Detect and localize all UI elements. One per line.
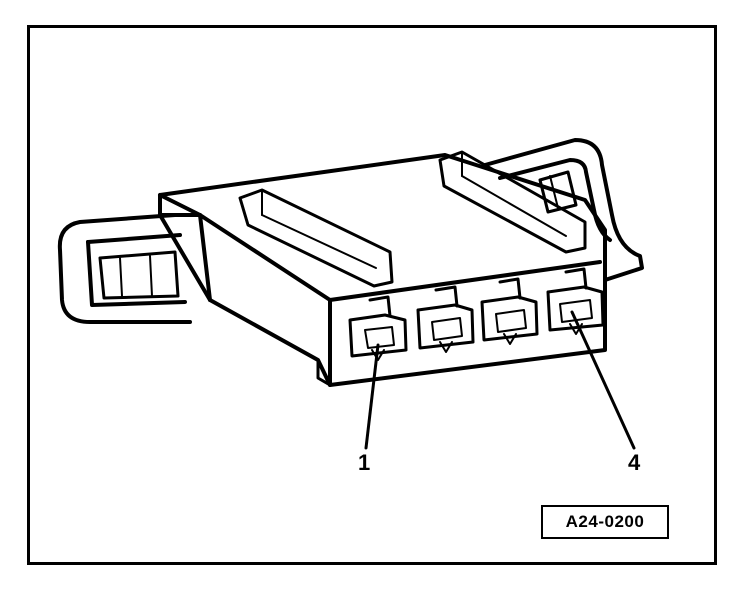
cavity-2	[416, 285, 475, 353]
leader-line-1	[364, 343, 380, 450]
reference-code: A24-0200	[565, 512, 645, 531]
cavity-3	[480, 277, 539, 345]
left-latch	[57, 213, 192, 324]
leader-line-4	[570, 310, 636, 450]
terminal-cavities	[348, 267, 605, 361]
reference-code-box: A24-0200	[541, 505, 669, 539]
connector-housing	[158, 150, 607, 387]
right-latch	[483, 138, 644, 282]
callout-label-4: 4	[628, 450, 641, 475]
cavity-1	[348, 295, 408, 361]
callout-label-1: 1	[358, 450, 371, 475]
cavity-4	[546, 267, 605, 335]
